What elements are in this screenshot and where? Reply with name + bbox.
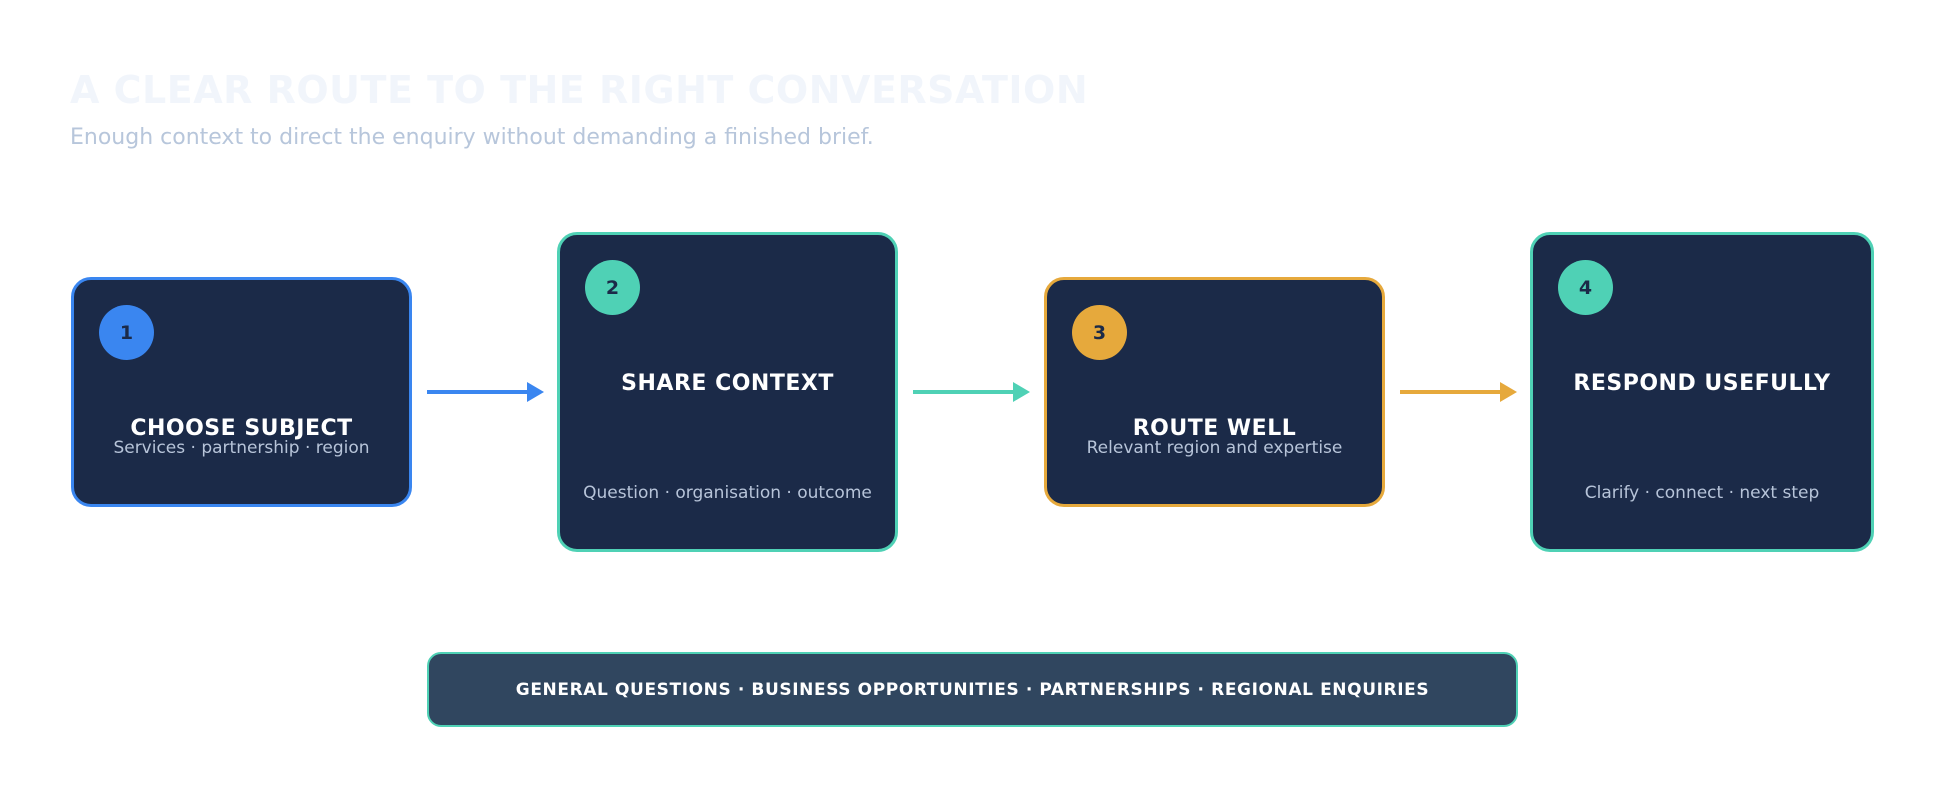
step-card-route-well: 3 ROUTE WELL Relevant region and experti…: [1044, 277, 1385, 507]
enquiry-topics-bar: GENERAL QUESTIONS · BUSINESS OPPORTUNITI…: [427, 652, 1518, 727]
step-number-badge: 3: [1072, 305, 1127, 360]
arrow-head: [1013, 382, 1030, 402]
flow-arrow-3-to-4: [1400, 382, 1517, 402]
step-number-badge: 2: [585, 260, 640, 315]
step-detail: Services · partnership · region: [113, 438, 370, 458]
step-card-share-context: 2 SHARE CONTEXT Question · organisation …: [557, 232, 898, 552]
step-title: CHOOSE SUBJECT: [130, 416, 353, 441]
step-title: RESPOND USEFULLY: [1573, 371, 1831, 396]
step-card-choose-subject: 1 CHOOSE SUBJECT Services · partnership …: [71, 277, 412, 507]
step-detail: Relevant region and expertise: [1086, 438, 1343, 458]
step-number-badge: 1: [99, 305, 154, 360]
step-title: SHARE CONTEXT: [621, 371, 834, 396]
arrow-head: [1500, 382, 1517, 402]
step-card-respond-usefully: 4 RESPOND USEFULLY Clarify · connect · n…: [1530, 232, 1874, 552]
flow-arrow-1-to-2: [427, 382, 544, 402]
step-number-badge: 4: [1558, 260, 1613, 315]
page-subtitle: Enough context to direct the enquiry wit…: [70, 125, 874, 150]
step-detail: Clarify · connect · next step: [1584, 483, 1820, 503]
step-detail: Question · organisation · outcome: [583, 483, 872, 503]
step-title: ROUTE WELL: [1132, 416, 1297, 441]
page-title: A CLEAR ROUTE TO THE RIGHT CONVERSATION: [70, 68, 1089, 112]
flow-arrow-2-to-3: [913, 382, 1030, 402]
arrow-head: [527, 382, 544, 402]
enquiry-topics-text: GENERAL QUESTIONS · BUSINESS OPPORTUNITI…: [515, 679, 1430, 700]
